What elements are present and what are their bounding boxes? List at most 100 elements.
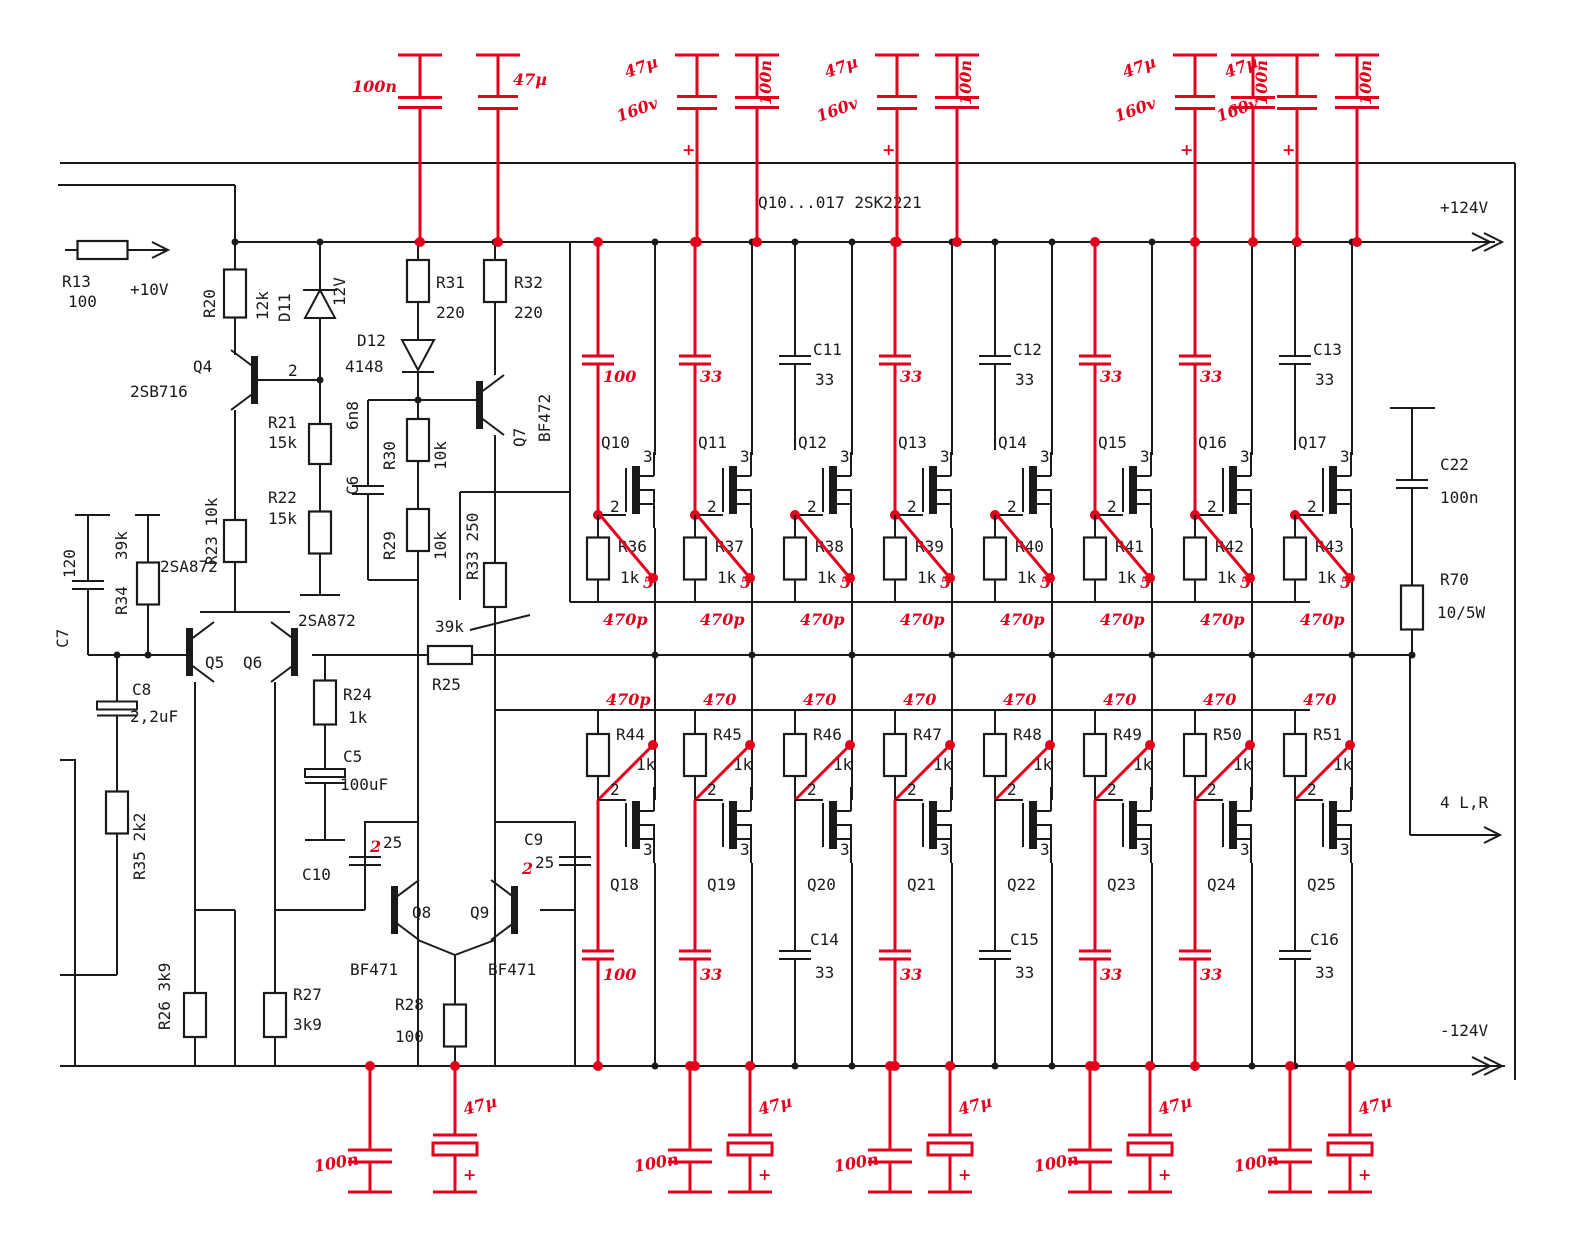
gate-cap-note: 470p bbox=[1200, 610, 1245, 629]
R36 bbox=[585, 536, 611, 581]
drain-cap-bot-val: 33 bbox=[900, 965, 922, 984]
decap-top-label: 47µ bbox=[622, 52, 661, 82]
R20-val: 12k bbox=[253, 291, 272, 320]
R42 bbox=[1182, 536, 1208, 581]
Q5-ref: Q5 bbox=[205, 653, 224, 672]
gate-res-ref: R46 bbox=[813, 725, 842, 744]
gate-cap-mod bbox=[993, 743, 1052, 802]
mod-note: 5 bbox=[1340, 573, 1351, 592]
pin: 3 bbox=[643, 840, 653, 859]
Q5-base bbox=[186, 628, 193, 676]
R22-ref: R22 bbox=[268, 488, 297, 507]
junction-dot bbox=[1248, 237, 1258, 247]
gate-cap-note: 470p bbox=[603, 610, 648, 629]
R24-val: 1k bbox=[348, 708, 368, 727]
Q20-body bbox=[837, 824, 852, 839]
gate-res-ref: R44 bbox=[616, 725, 645, 744]
decap-bot-plate bbox=[726, 1141, 774, 1157]
Q8-val: BF471 bbox=[350, 960, 398, 979]
gate-res-ref: R43 bbox=[1315, 537, 1344, 556]
junction-dot bbox=[745, 740, 755, 750]
gate-res-val: 1k bbox=[817, 568, 837, 587]
mod-note: 5 bbox=[1040, 573, 1051, 592]
gate-cap-note: 470p bbox=[606, 690, 651, 709]
R25-ref: R25 bbox=[432, 675, 461, 694]
R30-val: 10k bbox=[431, 441, 450, 470]
R13 bbox=[76, 239, 129, 261]
D12-val: 4148 bbox=[345, 357, 384, 376]
junction-dot bbox=[745, 573, 755, 583]
junction-dot bbox=[1352, 237, 1362, 247]
neg-rail-arrow bbox=[1471, 1056, 1493, 1076]
gate-res-ref: R39 bbox=[915, 537, 944, 556]
gate-cap-note: 470 bbox=[1103, 690, 1136, 709]
gate-cap-mod bbox=[598, 514, 655, 579]
decap-bot-plate bbox=[431, 1141, 479, 1157]
junction-dot bbox=[945, 740, 955, 750]
gate-cap-note: 470 bbox=[903, 690, 936, 709]
junction-dot bbox=[493, 237, 503, 247]
Q4-base bbox=[251, 356, 258, 404]
C22-val: 100n bbox=[1440, 488, 1479, 507]
wire bbox=[454, 939, 496, 956]
R35 bbox=[104, 790, 130, 835]
gate-res-ref: R49 bbox=[1113, 725, 1142, 744]
Q4-ref: Q4 bbox=[193, 357, 212, 376]
gate-cap-note: 470p bbox=[900, 610, 945, 629]
C6-ref: C6 bbox=[343, 476, 362, 495]
gate-res-val: 1k bbox=[1233, 755, 1253, 774]
gate-res-val: 1k bbox=[1133, 755, 1153, 774]
decap-top-label: 100n bbox=[956, 60, 975, 105]
pin: 3 bbox=[1340, 447, 1350, 466]
Q19-channel bbox=[729, 801, 737, 849]
C10-val: 25 bbox=[383, 833, 402, 852]
junction-dot bbox=[1345, 740, 1355, 750]
drain-cap-top-ref: C13 bbox=[1313, 340, 1342, 359]
junction-dot bbox=[1045, 573, 1055, 583]
pin: 3 bbox=[840, 447, 850, 466]
mosfet-ref: Q25 bbox=[1307, 875, 1336, 894]
gate-res-val: 1k bbox=[1117, 568, 1137, 587]
Q23-body bbox=[1137, 824, 1152, 839]
C7-ref: C7 bbox=[53, 629, 72, 648]
gate-res-val: 1k bbox=[1333, 755, 1353, 774]
gate-cap-mod bbox=[695, 514, 752, 579]
junction-dot bbox=[648, 740, 658, 750]
C8-val: 2,2uF bbox=[130, 707, 178, 726]
Q11-body bbox=[737, 489, 752, 504]
Q8-collector bbox=[394, 879, 420, 899]
pin: 2 bbox=[907, 497, 917, 516]
R46 bbox=[782, 732, 808, 778]
decap-top-label: 100n bbox=[352, 77, 397, 96]
junction-dot bbox=[1090, 237, 1100, 247]
C6-val: 6n8 bbox=[343, 401, 362, 430]
gate-res-val: 1k bbox=[1217, 568, 1237, 587]
junction-dot bbox=[1190, 237, 1200, 247]
plus: + bbox=[882, 140, 895, 159]
gate-res-ref: R48 bbox=[1013, 725, 1042, 744]
gate-res-ref: R37 bbox=[715, 537, 744, 556]
gate-cap-note: 470 bbox=[703, 690, 736, 709]
output-label: 4 L,R bbox=[1440, 793, 1489, 812]
junction-dot bbox=[415, 237, 425, 247]
Q15-channel bbox=[1129, 466, 1137, 514]
C9-ref: C9 bbox=[524, 830, 543, 849]
drain-cap-bot-val: 33 bbox=[1015, 963, 1034, 982]
decap-top-volt: 160v bbox=[1112, 93, 1159, 126]
gate-cap-note: 470 bbox=[1003, 690, 1036, 709]
R21-val: 15k bbox=[268, 433, 297, 452]
decap-top-label: 47µ bbox=[822, 52, 861, 82]
mod-note: 5 bbox=[1140, 573, 1151, 592]
junction-dot bbox=[593, 237, 603, 247]
C10-ref: C10 bbox=[302, 865, 331, 884]
junction-dot bbox=[952, 237, 962, 247]
pin: 2 bbox=[1207, 780, 1217, 799]
R21-ref: R21 bbox=[268, 413, 297, 432]
junction-dot bbox=[593, 1061, 603, 1071]
gate-res-val: 1k bbox=[1033, 755, 1053, 774]
D11-ref: D11 bbox=[275, 293, 294, 322]
R47 bbox=[882, 732, 908, 778]
plus: + bbox=[758, 1165, 771, 1184]
R70 bbox=[1399, 584, 1425, 631]
mosfet-ref: Q17 bbox=[1298, 433, 1327, 452]
